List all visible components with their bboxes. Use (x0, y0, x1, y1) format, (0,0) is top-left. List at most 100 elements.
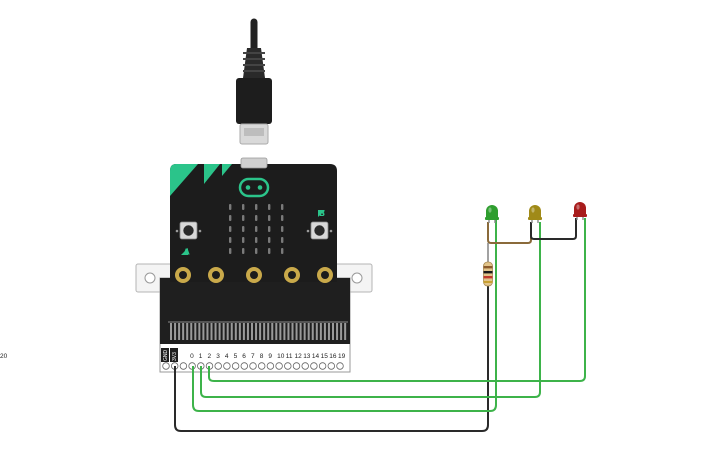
matrix-led (242, 226, 245, 232)
pin-label: 12 (295, 353, 303, 360)
connector-tooth (303, 322, 306, 340)
wire-green-led[interactable] (192, 220, 497, 412)
matrix-led (229, 237, 232, 243)
led-matrix (229, 204, 284, 254)
microbit-board: A B (170, 157, 337, 283)
usb-cable[interactable] (236, 18, 272, 145)
button-b[interactable] (306, 221, 333, 240)
pin-label: 1 (199, 353, 203, 360)
header-pin[interactable] (249, 362, 257, 370)
connector-tooth (214, 322, 217, 340)
connector-tooth (222, 322, 225, 340)
matrix-led (255, 204, 258, 210)
pin-label: 15 (321, 353, 329, 360)
connector-tooth (186, 322, 189, 340)
header-pin[interactable] (284, 362, 292, 370)
header-pin[interactable] (223, 362, 231, 370)
matrix-led (281, 215, 284, 221)
header-pin[interactable] (336, 362, 344, 370)
matrix-led (281, 226, 284, 232)
pin-label: 5 (234, 353, 238, 360)
pin-label: 6 (242, 353, 246, 360)
connector-tooth (271, 322, 274, 340)
connector-tooth (238, 322, 241, 340)
matrix-led (255, 226, 258, 232)
button-b-label: B (319, 209, 325, 218)
mount-hole-right (351, 272, 363, 284)
pin-label: 9 (268, 353, 272, 360)
matrix-led (255, 237, 258, 243)
connector-tooth (259, 322, 262, 340)
accent-stripes (170, 164, 232, 196)
connector-tooth (336, 322, 339, 340)
wire-red-led[interactable] (208, 218, 586, 382)
edge-pin-0[interactable] (175, 267, 191, 283)
header-pin[interactable] (240, 362, 248, 370)
button-a[interactable] (175, 221, 202, 240)
connector-bar (168, 321, 348, 323)
matrix-led (242, 215, 245, 221)
pin-label: 11 (286, 353, 293, 360)
header-pin[interactable] (327, 362, 335, 370)
header-pin[interactable] (162, 362, 170, 370)
connector-tooth (190, 322, 193, 340)
pin-label: 19 (338, 353, 346, 360)
resistor[interactable] (483, 261, 493, 287)
edge-pin-3v[interactable] (284, 267, 300, 283)
header-pin[interactable] (266, 362, 275, 370)
led-green[interactable] (485, 205, 499, 223)
connector-tooth (307, 322, 310, 340)
pin-label: 16 (329, 353, 337, 360)
wire-gnd[interactable] (174, 286, 489, 432)
matrix-led (242, 204, 245, 210)
microbit-logo-icon[interactable] (238, 177, 270, 198)
header-pin[interactable] (214, 362, 222, 370)
matrix-led (268, 226, 271, 232)
led-yellow[interactable] (528, 205, 542, 223)
matrix-led (242, 237, 245, 243)
header-pins (162, 362, 344, 370)
pin-label: 10 (277, 353, 285, 360)
edge-pin-gnd[interactable] (317, 267, 333, 283)
connector-tooth (182, 322, 185, 340)
connector-tooth (174, 322, 177, 340)
matrix-led (242, 248, 245, 254)
connector-tooth (202, 322, 205, 340)
connector-tooth (242, 322, 245, 340)
side-label-gnd: GND (163, 350, 169, 362)
header-pin[interactable] (179, 362, 188, 370)
pin-label: 8 (260, 353, 264, 360)
header-pin[interactable] (310, 362, 318, 370)
button-a-label: A (184, 248, 191, 257)
wire-led-common-brown[interactable] (487, 222, 532, 244)
pin-label: 7 (251, 353, 255, 360)
header-pin[interactable] (301, 362, 309, 370)
matrix-led (281, 204, 284, 210)
connector-tooth (311, 322, 314, 340)
matrix-led (281, 237, 284, 243)
header-pin[interactable] (318, 362, 327, 370)
edge-pin-1[interactable] (208, 267, 224, 283)
header-pin[interactable] (292, 362, 301, 370)
connector-tooth (218, 322, 221, 340)
wire-led-common-black[interactable] (530, 218, 577, 240)
edge-pin-2[interactable] (246, 267, 262, 283)
connector-tooth (323, 322, 326, 340)
led-red[interactable] (573, 202, 587, 220)
connector-tooth (170, 322, 172, 340)
header-pin[interactable] (258, 362, 266, 370)
connector-tooth (194, 322, 197, 340)
matrix-led (268, 237, 271, 243)
connector-tooth (251, 322, 253, 340)
connector-tooth (295, 322, 298, 340)
matrix-led (229, 226, 232, 232)
connector-tooth (327, 322, 330, 340)
leds (485, 202, 587, 223)
wire-yellow-led[interactable] (200, 222, 541, 398)
connector-tooth (230, 322, 233, 340)
connector-tooth (267, 322, 270, 340)
header-pin[interactable] (231, 362, 240, 370)
header-pin[interactable] (275, 362, 283, 370)
